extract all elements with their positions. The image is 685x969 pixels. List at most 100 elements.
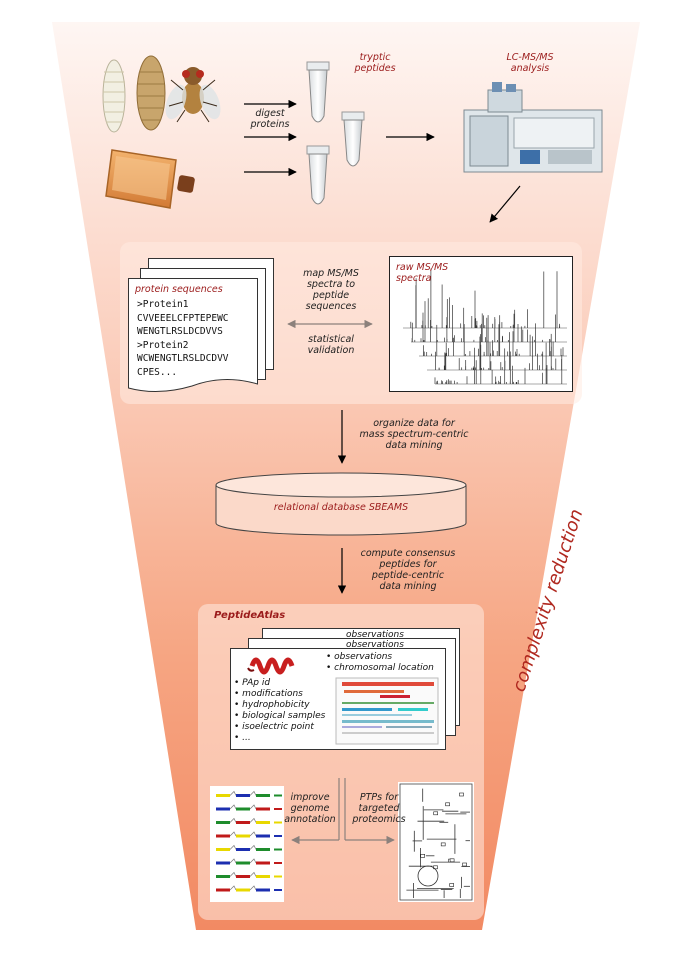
organize-line: data mining xyxy=(385,440,443,451)
organize-data-label: organize data for mass spectrum-centric … xyxy=(350,418,478,451)
protein-line: >Protein1 xyxy=(137,299,189,310)
atlas-bullet-observations: • observations xyxy=(326,652,393,662)
protein-sheet-front xyxy=(128,278,258,393)
exon-block xyxy=(216,821,230,824)
raw-spectra-title: raw MS/MS spectra xyxy=(396,262,448,284)
culture-flask-image xyxy=(105,149,195,209)
intron-line xyxy=(249,790,257,796)
atlas-bullets-right: • observations • chromosomal location xyxy=(326,652,434,674)
protein-line: CVVEEELCFPTEPEWC xyxy=(137,312,229,324)
exon-block xyxy=(216,888,230,892)
map-line: spectra to xyxy=(306,279,356,290)
lcms-line: LC-MS/MS xyxy=(506,52,554,63)
tryptic-peptides-label: tryptic peptides xyxy=(340,52,410,74)
pathway-node xyxy=(449,858,455,863)
pathway-node xyxy=(440,842,446,847)
exon-block xyxy=(236,875,250,878)
improve-annotation-label: improve genome annotation xyxy=(282,792,338,825)
arrow-lcms-down xyxy=(489,185,521,223)
intron-line xyxy=(229,871,237,877)
bullet-text: hydrophobicity xyxy=(242,700,310,710)
consensus-label: compute consensus peptides for peptide-c… xyxy=(352,548,464,592)
protein-line: WENGTLRSLDCDVVS xyxy=(137,326,223,337)
exon-block xyxy=(216,848,230,851)
bullet-text: observations xyxy=(334,652,393,662)
intron-line xyxy=(249,844,257,850)
atlas-bullet: • modifications xyxy=(234,689,303,699)
statistical-validation-label: statistical validation xyxy=(288,334,374,356)
exon-block xyxy=(236,821,250,824)
pathway-node xyxy=(445,802,450,807)
atlas-bullet: • isoelectric point xyxy=(234,722,314,732)
intron-line xyxy=(229,858,237,864)
ptps-line: targeted xyxy=(358,803,400,814)
exon-block xyxy=(256,794,270,797)
atlas-bullet: • hydrophobicity xyxy=(234,700,310,710)
validation-line: validation xyxy=(307,345,355,356)
intron-line xyxy=(249,885,257,891)
genome-annotation-graphic xyxy=(216,790,282,892)
atlas-bullet: • PAp id xyxy=(234,678,271,688)
tryptic-line: peptides xyxy=(354,63,396,74)
protein-line: WCWENGTLRSLDCDVV xyxy=(137,353,229,364)
protein-line: CPES... xyxy=(137,366,178,378)
organize-line: mass spectrum-centric xyxy=(359,429,469,440)
exon-block xyxy=(236,794,250,797)
consensus-line: compute consensus xyxy=(360,548,456,559)
improve-line: genome xyxy=(290,803,330,814)
protein-line: >Protein2 xyxy=(137,339,189,351)
exon-block xyxy=(256,807,270,811)
genome-annotation-thumbnail xyxy=(210,786,284,902)
intron-line xyxy=(249,858,257,864)
exon-block xyxy=(256,821,270,824)
atlas-bullet: • ... xyxy=(234,733,251,743)
improve-line: annotation xyxy=(284,814,336,825)
digest-line: proteins xyxy=(250,119,290,130)
intron-line xyxy=(229,790,237,796)
pathway-node xyxy=(420,854,426,858)
back-sheet-line: observations xyxy=(346,630,404,640)
bullet-text: isoelectric point xyxy=(242,722,314,732)
pathway-cycle xyxy=(417,865,439,887)
helix-icon xyxy=(247,657,295,675)
lcms-label: LC-MS/MS analysis xyxy=(490,52,570,74)
map-spectra-label: map MS/MS spectra to peptide sequences xyxy=(288,268,374,312)
pathway-node xyxy=(433,811,439,816)
atlas-bullet-chromosomal: • chromosomal location xyxy=(326,663,434,673)
atlas-bullet: • biological samples xyxy=(234,711,326,721)
larva-image xyxy=(102,59,126,133)
fly-image xyxy=(165,67,221,123)
ptps-line: proteomics xyxy=(352,814,406,825)
exon-block xyxy=(256,848,270,851)
raw-spectra-title-line: raw MS/MS xyxy=(396,262,449,273)
ptps-label: PTPs for targeted proteomics xyxy=(346,792,412,825)
organize-line: organize data for xyxy=(373,418,455,429)
exon-block xyxy=(236,888,250,892)
tube-2 xyxy=(341,111,365,167)
pathway-node xyxy=(459,792,464,797)
bullet-text: ... xyxy=(242,733,251,743)
exon-block xyxy=(216,875,230,878)
lcms-instrument-image xyxy=(463,82,603,173)
consensus-line: data mining xyxy=(379,581,437,592)
bullet-text: PAp id xyxy=(242,678,271,688)
bullet-text: modifications xyxy=(242,689,303,699)
back-sheet-text-2: observations xyxy=(346,640,404,651)
database-cylinder xyxy=(215,472,467,536)
protein-sequence-lines: >Protein1 CVVEEELCFPTEPEWC WENGTLRSLDCDV… xyxy=(137,298,259,379)
database-label: relational database SBEAMS xyxy=(273,502,409,513)
intron-line xyxy=(249,831,257,837)
intron-line xyxy=(249,817,257,823)
back-sheet-line: observations xyxy=(346,640,404,650)
digest-line: digest xyxy=(255,108,285,119)
tryptic-line: tryptic xyxy=(359,52,391,63)
pathway-node xyxy=(462,862,467,867)
intron-line xyxy=(229,804,237,810)
lcms-line: analysis xyxy=(510,63,550,74)
pathway-node xyxy=(449,883,455,887)
exon-block xyxy=(216,834,230,838)
pupa-image xyxy=(136,55,166,131)
intron-line xyxy=(249,871,257,877)
exon-block xyxy=(236,848,250,851)
